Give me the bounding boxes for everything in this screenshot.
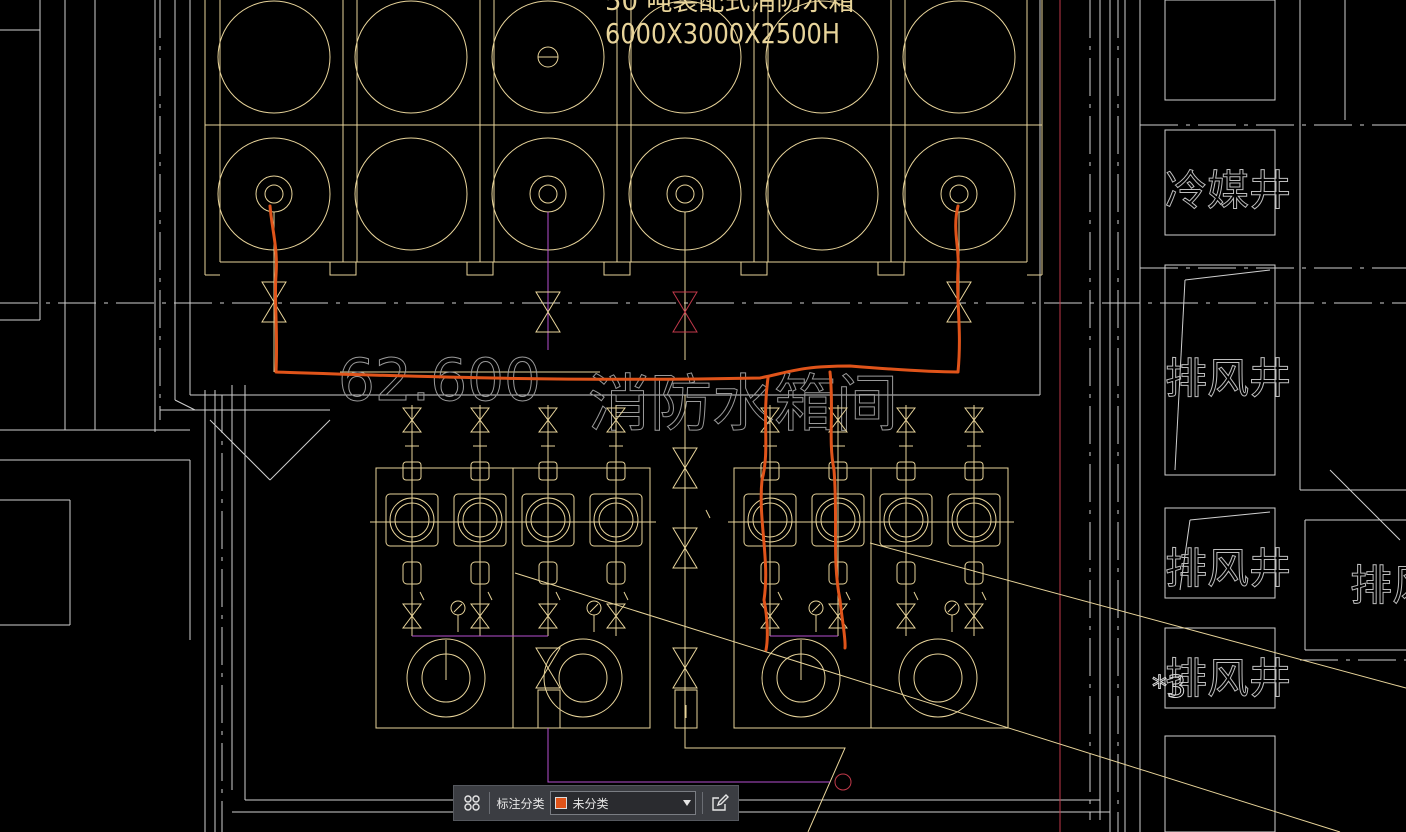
pump-symbol: [538, 603, 558, 629]
pump-symbol: [777, 591, 783, 601]
pump-symbol: [538, 407, 558, 433]
diagonal-leaders: [514, 542, 1406, 832]
annotation-category-label: 标注分类: [496, 796, 545, 811]
pump-symbol: [589, 603, 599, 613]
toolbar-divider: [489, 792, 491, 814]
pump-motor: [453, 493, 507, 547]
pump-symbol: [530, 502, 566, 538]
outlet-valves: [261, 281, 972, 333]
chevron-down-icon: [682, 800, 691, 806]
elevation-label: 62.600: [338, 346, 541, 414]
pump-symbol: [811, 603, 821, 613]
pump-symbol: [964, 603, 984, 629]
pump-symbol: [956, 502, 992, 538]
shaft-label-refrigerant: 冷媒井: [1165, 166, 1291, 215]
pump-motor: [883, 497, 929, 543]
pump-symbol: [828, 407, 848, 433]
pump-symbol: [402, 461, 422, 481]
pump-motor: [385, 493, 439, 547]
pump-symbol: [896, 461, 916, 481]
pump-symbol: [947, 603, 957, 613]
pump-symbol: [394, 502, 430, 538]
pump-symbol: [453, 603, 463, 613]
grid-icon[interactable]: [460, 791, 483, 815]
drain-point: [834, 773, 852, 791]
suction-pipes: [412, 635, 838, 783]
pump-motor: [815, 497, 861, 543]
pump-symbol: [487, 591, 493, 601]
pump-symbol: [606, 603, 626, 629]
pump-symbol: [470, 561, 490, 585]
pump-motor: [389, 497, 435, 543]
pump-motor: [747, 497, 793, 543]
pump-symbol: [606, 461, 626, 481]
toolbar-divider: [701, 792, 703, 814]
pump-symbol: [760, 461, 780, 481]
pump-motor: [593, 497, 639, 543]
pump-symbol: [820, 502, 856, 538]
annotation-toolbar: 标注分类 未分类: [453, 785, 739, 821]
pump-motor: [521, 493, 575, 547]
pump-symbol: [913, 591, 919, 601]
pump-motor: [743, 493, 797, 547]
pump-symbol: [598, 502, 634, 538]
pump-symbol: [964, 407, 984, 433]
pump-motor: [811, 493, 865, 547]
pump-motor: [457, 497, 503, 543]
red-valve: [672, 291, 698, 333]
pump-symbol: [896, 407, 916, 433]
shaft-label-exhaust-4: 排风井: [1350, 561, 1406, 610]
fire-water-tank: [204, 0, 1043, 276]
pump-symbol: [470, 407, 490, 433]
markup-redline: [268, 204, 961, 652]
edit-icon[interactable]: [709, 791, 732, 815]
pump-symbol: [752, 502, 788, 538]
pump-symbol: [981, 591, 987, 601]
tank-spec-title: 50 吨装配式消防水箱: [605, 0, 854, 17]
pump-symbol: [760, 603, 780, 629]
pump-symbol: [888, 502, 924, 538]
shaft-label-exhaust-2: 排风井: [1165, 544, 1291, 593]
pump-motor: [879, 493, 933, 547]
pump-symbol: [538, 561, 558, 585]
pump-symbol: [760, 561, 780, 585]
pump-columns: [385, 405, 1001, 636]
pump-skids: [370, 467, 1014, 729]
annotation-category-select[interactable]: 未分类: [550, 791, 696, 815]
pump-symbol: [606, 407, 626, 433]
pump-symbol: [606, 561, 626, 585]
shaft-label-exhaust-1: 排风井: [1165, 354, 1291, 403]
pump-symbol: [845, 591, 851, 601]
pump-symbol: [538, 461, 558, 481]
grid-marker: *3: [1152, 670, 1186, 705]
category-color-swatch: [555, 797, 568, 809]
pump-symbol: [402, 407, 422, 433]
pump-motor: [951, 497, 997, 543]
pump-symbol: [964, 561, 984, 585]
pump-symbol: [402, 561, 422, 585]
pump-symbol: [760, 407, 780, 433]
pump-symbol: [896, 561, 916, 585]
pump-symbol: [419, 591, 425, 601]
pump-symbol: [470, 461, 490, 481]
category-value: 未分类: [572, 796, 609, 811]
pump-symbol: [470, 603, 490, 629]
shaft-label-exhaust-3: 排风井: [1165, 654, 1291, 703]
pump-motor: [525, 497, 571, 543]
supply-column: [535, 395, 846, 832]
pump-symbol: [964, 461, 984, 481]
pump-symbol: [402, 603, 422, 629]
pump-symbol: [623, 591, 629, 601]
pump-motor: [947, 493, 1001, 547]
tank-spec-dims: 6000X3000X2500H: [605, 17, 840, 50]
pump-symbol: [555, 591, 561, 601]
pump-symbol: [828, 461, 848, 481]
pump-symbol: [462, 502, 498, 538]
pump-motor: [589, 493, 643, 547]
pump-symbol: [896, 603, 916, 629]
